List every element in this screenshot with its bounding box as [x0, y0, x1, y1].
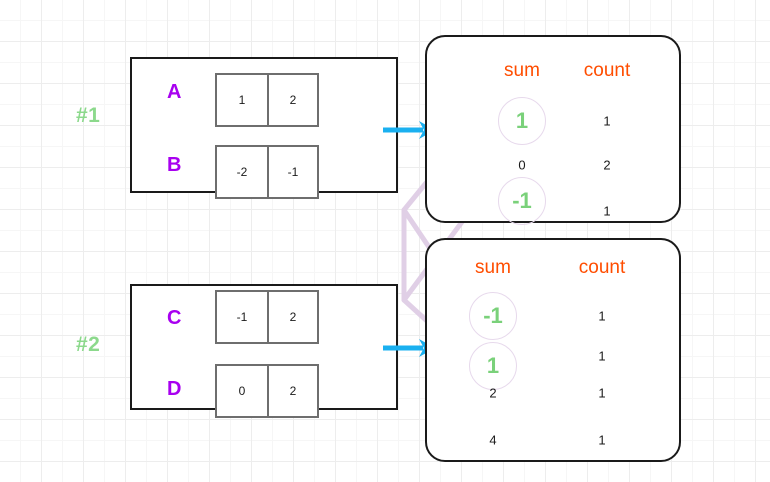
group-label-1: #1 [76, 104, 101, 127]
output-1-sum-row-2: -1 [498, 177, 546, 225]
output-1-header-sum: sum [504, 60, 540, 81]
group-label-2: #2 [76, 333, 101, 356]
output-table-2: sum count -1 1 1 1 2 1 4 1 [425, 238, 681, 462]
cell-d-0: 0 [238, 384, 246, 398]
cell-c-1: 2 [267, 292, 317, 342]
output-1-sum-row-0: 1 [498, 97, 546, 145]
output-1-sum-row-1: 0 [518, 157, 526, 173]
output-2-sum-row-2: 2 [489, 385, 497, 401]
input-group-1: A 1 2 B -2 -1 [130, 57, 398, 199]
output-2-count-row-2: 1 [598, 385, 606, 401]
row-key-d: D [167, 378, 182, 400]
input-row-b-cells: -2 -1 [215, 145, 319, 199]
cell-a-0: 1 [238, 93, 246, 107]
input-row-a-cells: 1 2 [215, 73, 319, 127]
output-1-count-row-0: 1 [603, 113, 611, 129]
input-row-d-cells: 0 2 [215, 364, 319, 418]
row-key-c: C [167, 307, 182, 329]
input-row-c-cells: -1 2 [215, 290, 319, 344]
output-2-sum-row-0: -1 [469, 292, 517, 340]
output-2-header-sum: sum [475, 257, 511, 278]
output-2-count-row-1: 1 [598, 348, 606, 364]
cell-c-0: -1 [236, 310, 248, 324]
output-1-header-count: count [583, 60, 631, 81]
output-2-header-count: count [578, 257, 626, 278]
cell-b-1: -1 [267, 147, 317, 197]
row-key-a: A [167, 81, 182, 103]
output-1-count-row-1: 2 [603, 157, 611, 173]
output-table-1: sum count 1 1 0 2 -1 1 [425, 35, 681, 225]
cell-d-1: 2 [267, 366, 317, 416]
cell-b-0: -2 [236, 165, 248, 179]
output-2-count-row-0: 1 [598, 308, 606, 324]
output-2-count-row-3: 1 [598, 432, 606, 448]
output-1-count-row-2: 1 [603, 203, 611, 219]
cell-a-1: 2 [267, 75, 317, 125]
row-key-b: B [167, 154, 182, 176]
output-2-sum-row-3: 4 [489, 432, 497, 448]
input-group-2: C -1 2 D 0 2 [130, 284, 398, 418]
output-2-sum-row-1: 1 [469, 342, 517, 390]
